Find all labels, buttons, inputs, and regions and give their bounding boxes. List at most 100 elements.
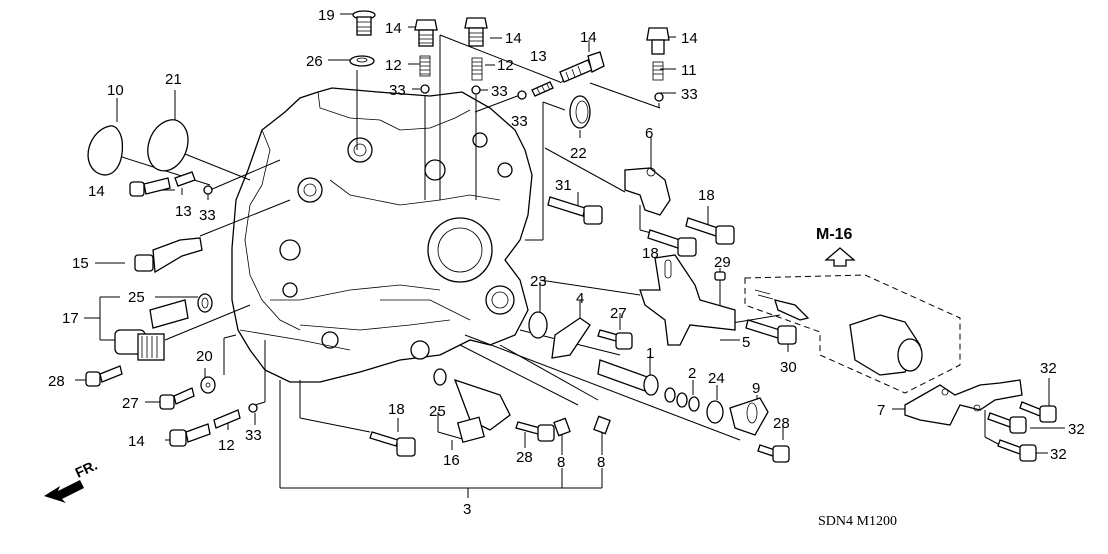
part-10-snap-ring[interactable] <box>87 125 124 176</box>
callout-14[interactable]: 14 <box>128 433 145 450</box>
part-31-bolt[interactable] <box>547 196 603 225</box>
part-33-ball-b[interactable] <box>471 85 481 95</box>
m16-assembly[interactable] <box>744 274 961 394</box>
callout-28[interactable]: 28 <box>773 415 790 432</box>
part-30-bolt[interactable] <box>745 319 797 345</box>
callout-23[interactable]: 23 <box>530 273 547 290</box>
callout-32[interactable]: 32 <box>1068 421 1085 438</box>
callout-33[interactable]: 33 <box>511 113 528 130</box>
callout-25[interactable]: 25 <box>429 403 446 420</box>
transmission-housing[interactable] <box>231 87 533 383</box>
part-9-cover[interactable] <box>729 397 769 436</box>
callout-22[interactable]: 22 <box>570 145 587 162</box>
callout-9[interactable]: 9 <box>752 380 760 397</box>
part-12-spring-c[interactable] <box>213 409 241 429</box>
callout-26[interactable]: 26 <box>306 53 323 70</box>
part-33-ball-c[interactable] <box>517 90 527 100</box>
callout-27[interactable]: 27 <box>610 305 627 322</box>
callout-33[interactable]: 33 <box>491 83 508 100</box>
part-26-washer[interactable] <box>349 55 375 67</box>
callout-21[interactable]: 21 <box>165 71 182 88</box>
callout-14[interactable]: 14 <box>385 20 402 37</box>
callout-18[interactable]: 18 <box>642 245 659 262</box>
part-33-ball-f[interactable] <box>248 403 258 413</box>
part-6-bracket[interactable] <box>624 167 671 216</box>
callout-32[interactable]: 32 <box>1050 446 1067 463</box>
callout-13[interactable]: 13 <box>175 203 192 220</box>
callout-7[interactable]: 7 <box>877 402 885 419</box>
part-33-ball-e[interactable] <box>203 185 213 195</box>
part-12-spring-b[interactable] <box>471 57 483 81</box>
part-32-bolt-b[interactable] <box>987 412 1027 434</box>
part-14-bolt-f[interactable] <box>169 423 211 447</box>
reference-label[interactable]: M-16 <box>816 226 853 243</box>
callout-15[interactable]: 15 <box>72 255 89 272</box>
part-2-spring[interactable] <box>664 387 700 412</box>
callout-6[interactable]: 6 <box>645 125 653 142</box>
callout-30[interactable]: 30 <box>780 359 797 376</box>
callout-33[interactable]: 33 <box>681 86 698 103</box>
part-1-shaft[interactable] <box>597 359 659 396</box>
callout-2[interactable]: 2 <box>688 365 696 382</box>
part-4-gasket[interactable] <box>551 317 591 359</box>
callout-33[interactable]: 33 <box>389 82 406 99</box>
callout-18[interactable]: 18 <box>388 401 405 418</box>
part-14-bolt-a[interactable] <box>414 19 438 47</box>
part-8-spring-b[interactable] <box>593 415 611 435</box>
part-28-bolt-c[interactable] <box>757 444 790 463</box>
part-33-ball-d[interactable] <box>654 92 664 102</box>
callout-12[interactable]: 12 <box>218 437 235 454</box>
callout-28[interactable]: 28 <box>48 373 65 390</box>
part-16-sensor[interactable] <box>453 378 511 444</box>
part-14-bolt-c[interactable] <box>559 51 605 83</box>
callout-19[interactable]: 19 <box>318 7 335 24</box>
part-27-bolt-b[interactable] <box>597 329 633 350</box>
part-18-bolt-c[interactable] <box>369 431 416 457</box>
callout-17[interactable]: 17 <box>62 310 79 327</box>
callout-27[interactable]: 27 <box>122 395 139 412</box>
callout-29[interactable]: 29 <box>714 254 731 271</box>
part-14-bolt-b[interactable] <box>464 17 488 47</box>
callout-33[interactable]: 33 <box>199 207 216 224</box>
callout-14[interactable]: 14 <box>505 30 522 47</box>
callout-8[interactable]: 8 <box>557 454 565 471</box>
part-15-switch[interactable] <box>134 237 203 274</box>
part-32-bolt-c[interactable] <box>997 439 1037 462</box>
callout-24[interactable]: 24 <box>708 370 725 387</box>
callout-5[interactable]: 5 <box>742 334 750 351</box>
part-21-snap-ring[interactable] <box>147 119 189 172</box>
part-20-washer[interactable] <box>200 376 216 394</box>
part-25-washer-b[interactable] <box>433 368 447 386</box>
part-13-spring-a[interactable] <box>531 81 554 97</box>
callout-14[interactable]: 14 <box>681 30 698 47</box>
part-12-spring-a[interactable] <box>419 55 431 77</box>
part-28-bolt-b[interactable] <box>515 421 555 442</box>
part-7-bracket[interactable] <box>904 379 1023 426</box>
callout-12[interactable]: 12 <box>385 57 402 74</box>
part-23-seal[interactable] <box>528 311 548 339</box>
part-14-bolt-d[interactable] <box>646 27 670 55</box>
callout-14[interactable]: 14 <box>580 29 597 46</box>
part-18-bolt-a[interactable] <box>685 217 735 245</box>
callout-3[interactable]: 3 <box>463 501 471 518</box>
part-8-spring-a[interactable] <box>553 417 571 437</box>
part-17-sensor[interactable] <box>114 299 189 361</box>
callout-1[interactable]: 1 <box>646 345 654 362</box>
callout-11[interactable]: 11 <box>681 62 697 79</box>
callout-8[interactable]: 8 <box>597 454 605 471</box>
part-27-bolt-a[interactable] <box>159 387 195 410</box>
callout-25[interactable]: 25 <box>128 289 145 306</box>
callout-13[interactable]: 13 <box>530 48 547 65</box>
part-13-spring-b[interactable] <box>174 171 196 187</box>
part-32-bolt-a[interactable] <box>1019 401 1057 423</box>
callout-12[interactable]: 12 <box>497 57 514 74</box>
callout-10[interactable]: 10 <box>107 82 124 99</box>
part-29-bolt[interactable] <box>714 271 726 298</box>
callout-14[interactable]: 14 <box>88 183 105 200</box>
callout-18[interactable]: 18 <box>698 187 715 204</box>
callout-20[interactable]: 20 <box>196 348 213 365</box>
part-24-o-ring[interactable] <box>706 400 724 424</box>
part-14-bolt-e[interactable] <box>129 177 171 197</box>
part-19-plug[interactable] <box>352 10 376 36</box>
callout-31[interactable]: 31 <box>555 177 572 194</box>
